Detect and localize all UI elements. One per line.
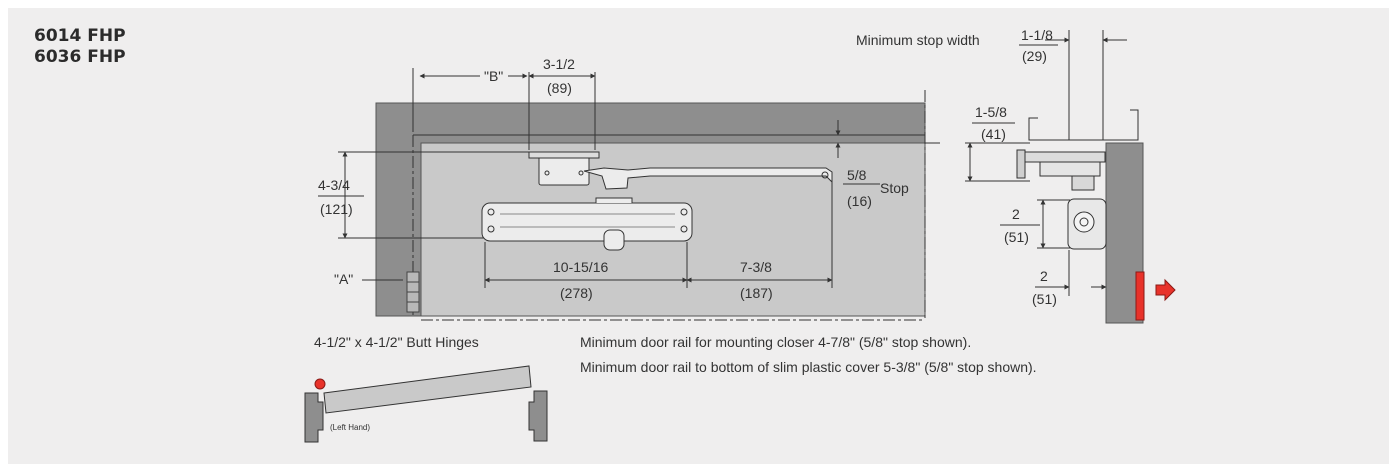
door-rail-note-2: Minimum door rail to bottom of slim plas…: [580, 359, 1037, 375]
dim-arm-width: 3-1/2: [543, 56, 575, 72]
hinge-note: 4-1/2" x 4-1/2" Butt Hinges: [314, 334, 479, 350]
dim-side-bottom-mm: (51): [1032, 291, 1057, 307]
min-stop-label: Minimum stop width: [856, 32, 980, 48]
door-leaf: [323, 365, 532, 414]
dim-body-length: 10-15/16: [553, 259, 608, 275]
model-number-2: 6036 FHP: [34, 47, 126, 67]
model-number-1: 6014 FHP: [34, 26, 126, 46]
closer-body: [481, 197, 693, 251]
dim-height-mm: (121): [320, 201, 353, 217]
dim-side-mid-mm: (51): [1004, 229, 1029, 245]
dim-side-top: 1-5/8: [975, 104, 1007, 120]
dim-min-stop-mm: (29): [1022, 48, 1047, 64]
dim-side-top-mm: (41): [981, 126, 1006, 142]
dim-side-mid: 2: [1012, 206, 1020, 222]
dim-min-stop: 1-1/8: [1021, 27, 1053, 43]
dim-arm-offset-mm: (187): [740, 285, 773, 301]
dim-stop-label: Stop: [880, 180, 909, 196]
dim-a-label: "A": [334, 271, 353, 287]
dim-b-label: "B": [484, 68, 503, 84]
dim-body-length-mm: (278): [560, 285, 593, 301]
dim-arm-offset: 7-3/8: [740, 259, 772, 275]
closer-arm: [583, 167, 833, 190]
dim-side-bottom: 2: [1040, 268, 1048, 284]
hinge-pivot-icon: [314, 378, 326, 390]
dim-stop: 5/8: [847, 167, 867, 183]
door-rail-note-1: Minimum door rail for mounting closer 4-…: [580, 334, 971, 350]
push-direction-arrow-icon: [1155, 278, 1176, 302]
push-side-marker: [1135, 271, 1145, 321]
door-swing-plan-view: (Left Hand): [304, 365, 548, 443]
jamb-left: [304, 392, 324, 443]
dim-stop-mm: (16): [847, 193, 872, 209]
hand-label: (Left Hand): [330, 423, 370, 432]
jamb-right: [528, 390, 548, 442]
front-elevation-view: "B" 3-1/2 (89) 4-3/4 (121) 5/8 Stop (16)…: [318, 56, 940, 321]
side-section-view: Minimum stop width 1-1/8 (29) 1-5/8 (41)…: [856, 27, 1176, 324]
dim-height: 4-3/4: [318, 177, 350, 193]
dim-arm-width-mm: (89): [547, 80, 572, 96]
